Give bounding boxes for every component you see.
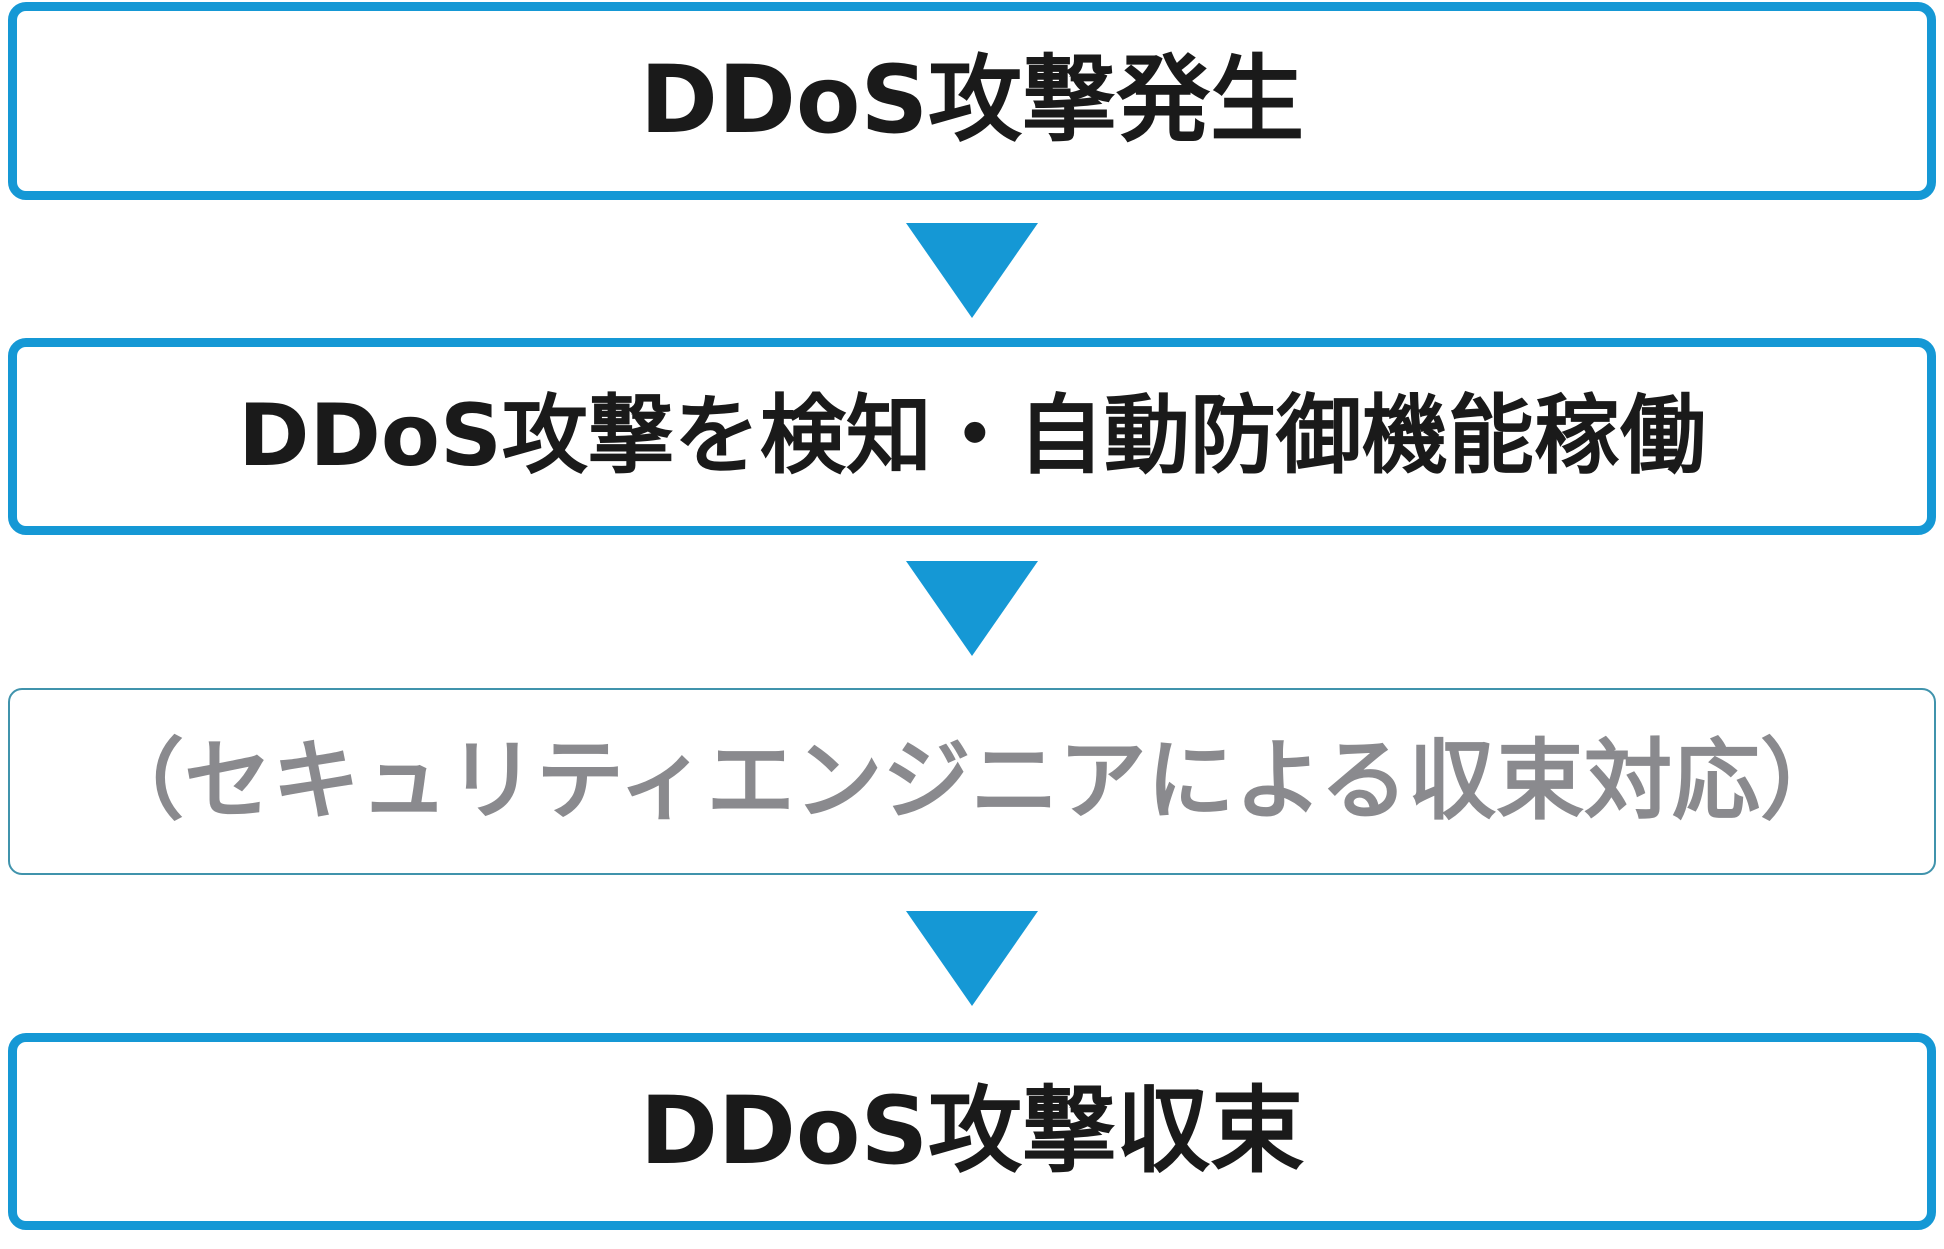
flow-step-label: （セキュリティエンジニアによる収束対応）	[95, 729, 1849, 833]
flow-step-label: DDoS攻撃収束	[639, 1076, 1305, 1186]
flow-step-attack-occurs: DDoS攻撃発生	[8, 2, 1936, 200]
down-triangle-icon	[906, 223, 1038, 318]
down-triangle-icon	[906, 561, 1038, 656]
flow-step-label: DDoS攻撃発生	[639, 46, 1305, 156]
flow-step-attack-subsides: DDoS攻撃収束	[8, 1033, 1936, 1230]
down-triangle-icon	[906, 911, 1038, 1006]
flow-step-label: DDoS攻撃を検知・自動防御機能稼働	[238, 386, 1706, 487]
flow-step-engineer-response: （セキュリティエンジニアによる収束対応）	[8, 688, 1936, 875]
flow-step-detect-auto-defense: DDoS攻撃を検知・自動防御機能稼働	[8, 338, 1936, 535]
